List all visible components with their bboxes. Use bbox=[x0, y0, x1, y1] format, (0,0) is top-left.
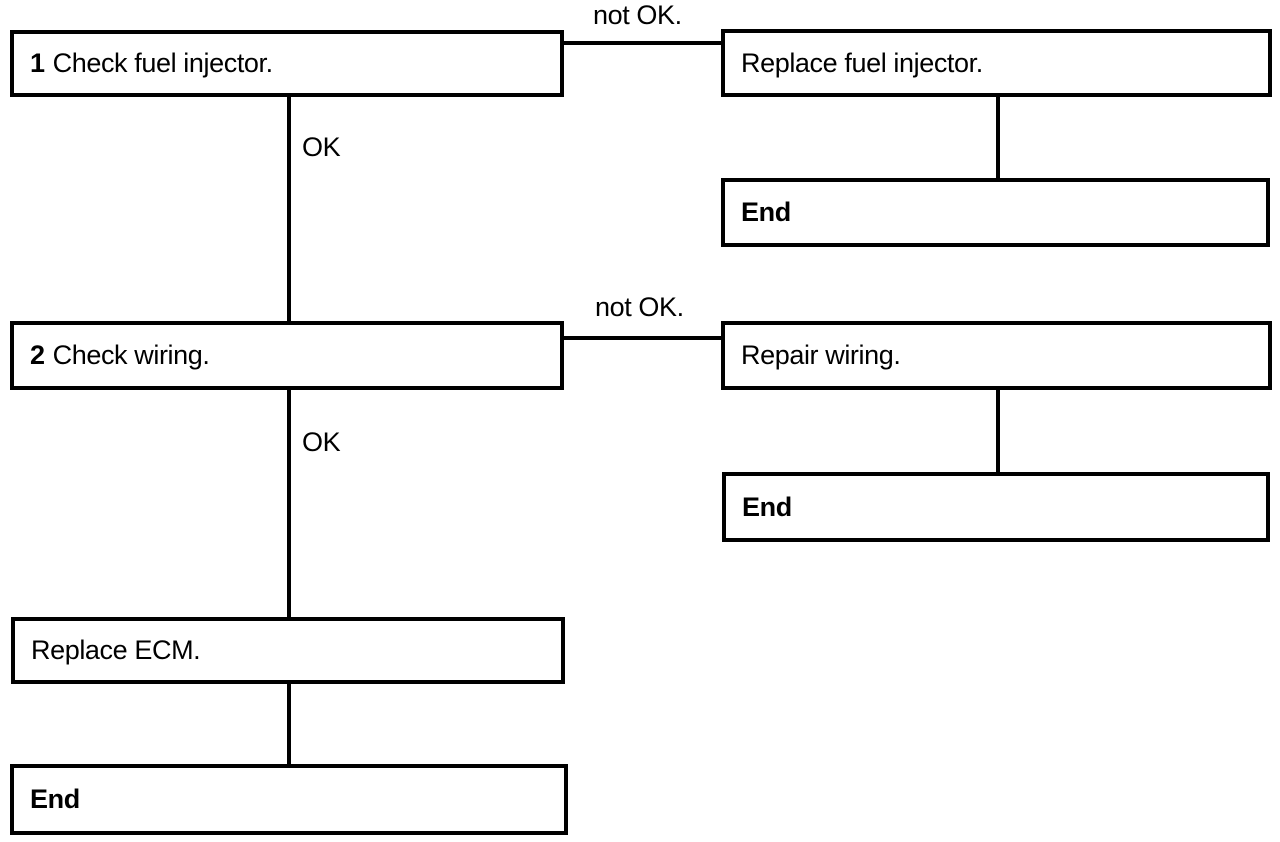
edge-label-ok-2: OK bbox=[302, 427, 341, 457]
connector-step1-notok-right bbox=[563, 41, 721, 45]
step2-label: Check wiring. bbox=[52, 340, 210, 370]
replace-fuel-injector-label: Replace fuel injector. bbox=[741, 47, 983, 78]
node-end-after-replace-fuel-injector: End bbox=[721, 178, 1270, 247]
connector-step2-notok-right bbox=[563, 336, 721, 340]
node-repair-wiring: Repair wiring. bbox=[721, 321, 1272, 390]
end-label: End bbox=[741, 197, 791, 227]
replace-ecm-label: Replace ECM. bbox=[31, 635, 201, 665]
node-step1-check-fuel-injector: 1 Check fuel injector. bbox=[10, 30, 564, 97]
step1-number: 1 bbox=[30, 48, 45, 78]
connector-replace-ecm-to-end bbox=[287, 683, 291, 765]
connector-step1-ok-down bbox=[287, 96, 291, 322]
step1-label: Check fuel injector. bbox=[52, 48, 274, 78]
edge-label-not-ok-1: not OK. bbox=[593, 0, 682, 30]
node-end-after-repair-wiring: End bbox=[722, 472, 1270, 542]
step2-number: 2 bbox=[30, 340, 45, 370]
end-label: End bbox=[742, 491, 792, 522]
connector-replace-fuel-injector-to-end bbox=[996, 96, 1000, 179]
node-replace-ecm: Replace ECM. bbox=[11, 617, 565, 684]
repair-wiring-label: Repair wiring. bbox=[741, 340, 901, 370]
node-replace-fuel-injector: Replace fuel injector. bbox=[721, 29, 1272, 97]
end-label: End bbox=[30, 784, 80, 814]
node-step2-check-wiring: 2 Check wiring. bbox=[10, 321, 564, 390]
connector-step2-ok-down bbox=[287, 389, 291, 618]
edge-label-not-ok-2: not OK. bbox=[595, 292, 684, 322]
node-end-after-replace-ecm: End bbox=[10, 764, 568, 835]
connector-repair-wiring-to-end bbox=[996, 389, 1000, 473]
edge-label-ok-1: OK bbox=[302, 132, 341, 162]
